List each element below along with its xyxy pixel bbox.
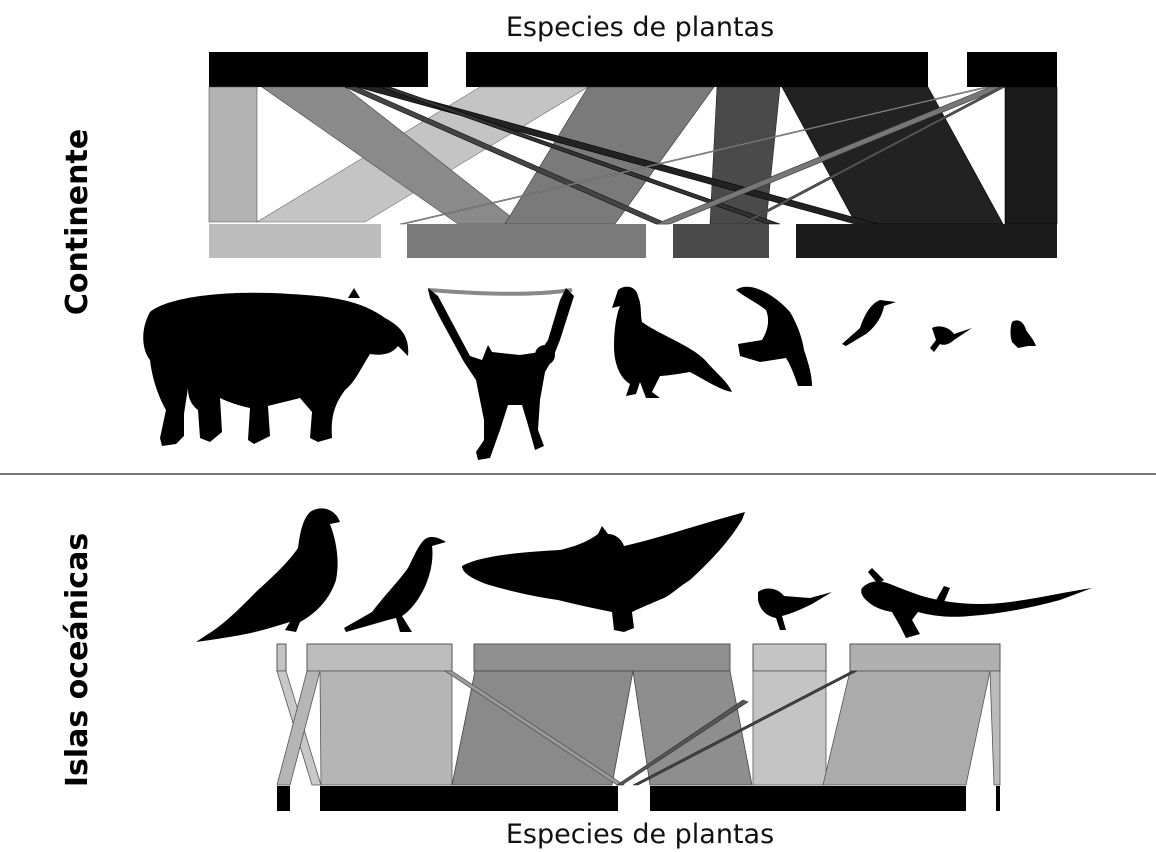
islands-plant-box (996, 786, 1000, 811)
islands-network: Especies de plantas Islas oceánicas (60, 508, 1092, 850)
islands-animal-box (753, 644, 826, 671)
islands-side-label: Islas oceánicas (60, 533, 95, 787)
guan-silhouette (612, 287, 732, 398)
continent-plant-axis-label: Especies de plantas (506, 12, 774, 43)
islands-animal-box (307, 644, 452, 671)
continent-animal-box (796, 224, 1057, 258)
islands-link (823, 671, 990, 785)
islands-plant-box (277, 786, 290, 811)
islands-animal-box (277, 644, 286, 671)
islands-plant-axis-label: Especies de plantas (506, 819, 774, 850)
thrush-silhouette (842, 300, 896, 346)
spider-monkey-silhouette (428, 288, 574, 460)
continent-network: Especies de plantas Continente (60, 12, 1057, 460)
continent-animal-box (673, 224, 769, 258)
pigeon-silhouette (196, 508, 340, 642)
islands-plant-box (650, 786, 966, 811)
continent-plant-box (967, 52, 1057, 87)
islands-link (753, 671, 826, 785)
tapir-silhouette (143, 288, 408, 446)
islands-link (990, 671, 1000, 785)
continent-link (209, 87, 257, 222)
gecko-silhouette (861, 568, 1092, 638)
tiny-bird-silhouette (1011, 320, 1037, 348)
continent-plant-box (209, 52, 428, 87)
continent-plant-box (466, 52, 928, 87)
fruit-bat-silhouette (462, 512, 745, 632)
thrush-silhouette (344, 537, 446, 632)
small-bird-silhouette (758, 589, 832, 630)
continent-animal-box (209, 224, 381, 258)
continent-animal-box (407, 224, 646, 258)
islands-link (633, 671, 752, 785)
islands-link (452, 671, 633, 785)
continent-link (782, 87, 1003, 224)
small-bird-silhouette (930, 326, 972, 352)
toucan-silhouette (736, 287, 812, 386)
islands-animal-box (850, 644, 1000, 671)
islands-link (320, 671, 452, 785)
islands-plant-box (320, 786, 618, 811)
continent-link (1005, 87, 1057, 224)
continent-side-label: Continente (60, 129, 95, 315)
islands-animal-box (474, 644, 730, 671)
